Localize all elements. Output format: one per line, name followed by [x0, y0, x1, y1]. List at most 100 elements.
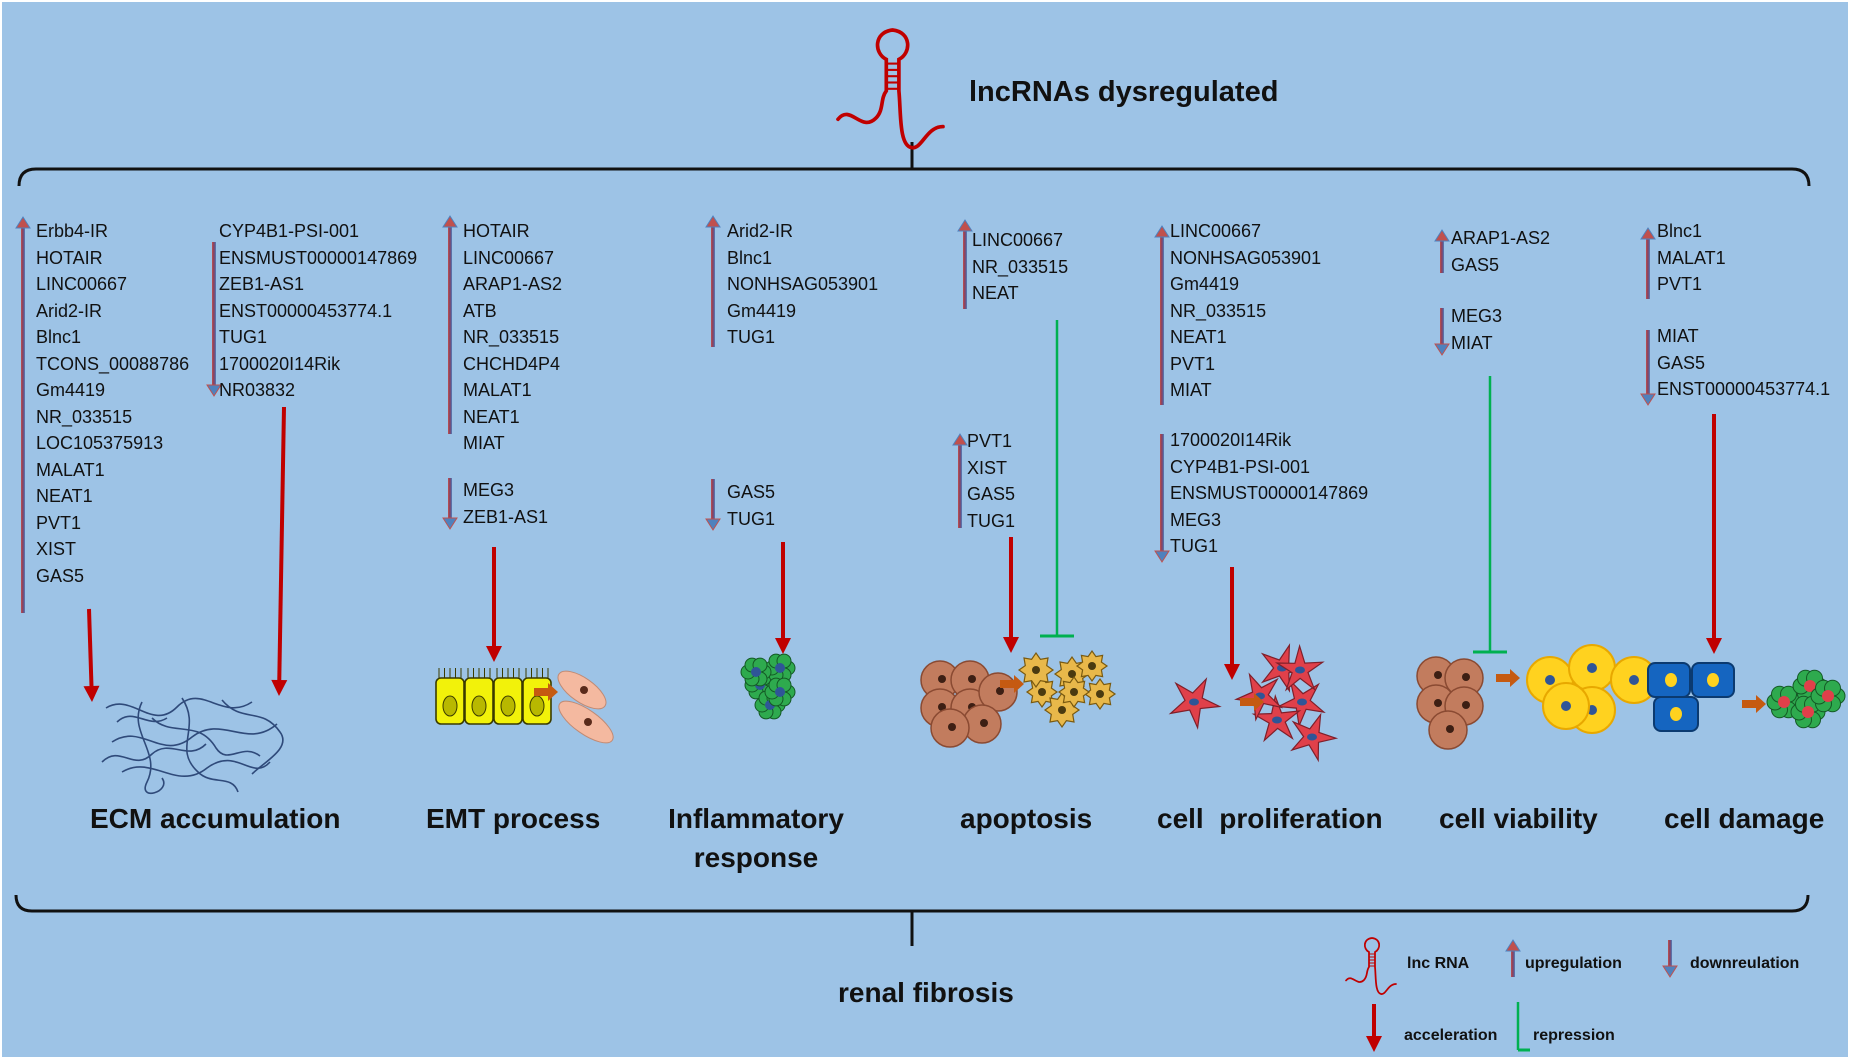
ecm-acceleration-arrow-2 — [271, 406, 288, 696]
legend-upregulation-icon — [1505, 939, 1521, 977]
damaged-cells — [1766, 669, 1846, 729]
viability-downregulated-genes: MEG3 MIAT — [1451, 303, 1502, 356]
cell-nucleus — [938, 703, 946, 711]
gene-label: TUG1 — [219, 327, 268, 347]
damage-healthy-cells — [1647, 662, 1735, 732]
cell-nucleus — [1665, 673, 1677, 687]
gene-label: LINC00667 — [463, 247, 555, 268]
inflammatory-downregulated-genes: GAS5 TUG1 — [727, 479, 775, 532]
damage-upregulated-genes: Blnc1 MALAT1 PVT1 — [1657, 218, 1726, 298]
gene-label: ENST00000453774.1 — [1657, 379, 1831, 399]
gene-label: LINC00667 — [972, 230, 1064, 250]
gene-label: MEG3 — [463, 480, 515, 500]
apoptosis-upregulation-arrow — [957, 219, 973, 309]
gene-label: CHCHD4P4 — [463, 353, 561, 374]
gene-label: NEAT — [972, 283, 1019, 303]
cell-nucleus — [1462, 673, 1470, 681]
gene-label: Gm4419 — [36, 380, 106, 400]
damage-spot — [1802, 706, 1814, 718]
gene-label: Blnc1 — [1657, 221, 1703, 241]
apoptosis-group1-genes: LINC00667 NR_033515 NEAT — [972, 227, 1068, 307]
transition-shaft — [1240, 698, 1254, 706]
ecm-fiber — [111, 723, 278, 747]
damage-spot — [1778, 696, 1790, 708]
regulation-head — [1434, 343, 1450, 356]
ecm-fiber-mesh — [101, 697, 284, 794]
gene-label: CYP4B1-PSI-001 — [1170, 456, 1311, 477]
gene-label: TCONS_00088786 — [36, 353, 190, 374]
gene-label: ENSMUST00000147869 — [219, 247, 418, 268]
ecm-downregulated-genes: CYP4B1-PSI-001 ENSMUST00000147869 ZEB1-A… — [219, 218, 417, 404]
regulation-head — [1662, 965, 1678, 978]
legend-acceleration-label: acceleration — [1404, 1027, 1498, 1044]
gene-label: Arid2-IR — [36, 300, 103, 321]
acceleration-shaft — [87, 608, 94, 687]
cell-nucleus — [1272, 716, 1282, 724]
gene-label: Blnc1 — [36, 327, 82, 347]
gene-label: 1700020I14Rik — [219, 353, 341, 374]
acceleration-shaft — [277, 406, 286, 681]
regulation-shaft — [1668, 940, 1672, 968]
gene-label: NR_033515 — [463, 327, 560, 347]
regulation-shaft — [711, 225, 715, 347]
gene-label: Gm4419 — [727, 300, 797, 321]
gene-label: MIAT — [1170, 380, 1212, 400]
gene-label: TUG1 — [967, 510, 1016, 531]
ecm-fiber — [151, 717, 261, 757]
cell-nucleus — [442, 695, 458, 717]
emt-upregulation-arrow — [442, 215, 458, 434]
gene-label: PVT1 — [967, 431, 1013, 451]
viability-upregulated-genes: ARAP1-AS2 GAS5 — [1451, 225, 1550, 278]
process-label-cell-proliferation: cell proliferation — [1157, 803, 1383, 834]
gene-label: GAS5 — [1451, 254, 1500, 275]
viability-downregulation-arrow — [1434, 308, 1450, 356]
proliferation-downregulated-genes: 1700020I14Rik CYP4B1-PSI-001 ENSMUST0000… — [1170, 427, 1368, 560]
cell-nucleus — [968, 675, 976, 683]
ecm-fiber — [105, 697, 253, 717]
acceleration-head — [775, 638, 791, 654]
legend-upregulation-label: upregulation — [1525, 955, 1622, 972]
regulation-head — [442, 215, 458, 228]
regulation-head — [705, 518, 721, 531]
gene-label: LOC105375913 — [36, 433, 164, 453]
ecm-fiber — [101, 743, 207, 763]
apoptosis-group2-genes: PVT1 XIST GAS5 TUG1 — [967, 428, 1015, 534]
gene-label: CYP4B1-PSI-001 — [219, 221, 360, 241]
transition-shaft — [1496, 674, 1510, 682]
transition-head — [1254, 693, 1264, 711]
regulation-shaft — [711, 479, 715, 521]
cell-nucleus — [1058, 706, 1066, 714]
apoptosis-healthy-cells — [920, 660, 1018, 748]
legend-lncrna-label: lnc RNA — [1407, 955, 1470, 972]
gene-label: Gm4419 — [1170, 274, 1240, 294]
ecm-acceleration-arrow-1 — [83, 608, 100, 702]
cell-nucleus — [584, 718, 592, 726]
emt-downregulated-genes: MEG3 ZEB1-AS1 — [463, 477, 548, 530]
lncrna-icon — [836, 28, 945, 150]
cell-nucleus — [1462, 701, 1470, 709]
regulation-head — [1154, 225, 1170, 238]
cell-nucleus — [775, 663, 785, 673]
cell-nucleus — [1434, 699, 1442, 707]
cell-nucleus — [1561, 701, 1571, 711]
cell-nucleus — [580, 686, 588, 694]
regulation-head — [1640, 227, 1656, 240]
gene-label: MIAT — [463, 433, 505, 453]
gene-label: ZEB1-AS1 — [463, 506, 549, 527]
process-label-inflammatory-response: Inflammatory response — [662, 799, 850, 877]
legend-acceleration-icon — [1366, 1004, 1382, 1052]
acceleration-head — [1224, 664, 1240, 680]
ecm-upregulation-arrow — [15, 216, 31, 613]
gene-label: NEAT1 — [463, 406, 520, 427]
cell-nucleus — [500, 695, 516, 717]
regulation-head — [952, 433, 968, 446]
damage-transition-arrow — [1742, 695, 1766, 713]
cell-nucleus — [1070, 688, 1078, 696]
cell-nucleus — [1189, 698, 1199, 706]
legend-repression-icon — [1516, 1002, 1530, 1052]
regulation-shaft — [448, 225, 452, 434]
regulation-shaft — [1160, 235, 1164, 405]
apoptosis-acceleration-arrow — [1003, 537, 1019, 653]
